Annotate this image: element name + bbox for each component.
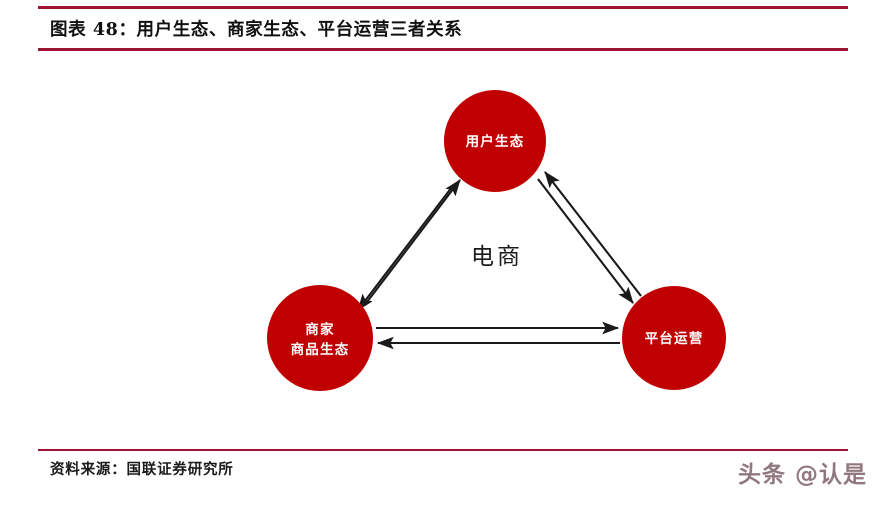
arrow-user-to-platform	[537, 178, 634, 304]
diagram-svg: 用户生态 商家 商品生态 平台运营 电商	[267, 90, 726, 391]
node-merchant-ecosystem-circle[interactable]	[267, 285, 373, 391]
footer-rule	[38, 449, 848, 451]
arrow-platform-to-user	[544, 171, 642, 297]
node-user-ecosystem-label: 用户生态	[466, 133, 525, 150]
connector-merchant-platform	[376, 321, 620, 350]
header-rule-bottom	[38, 48, 848, 51]
node-merchant-ecosystem-label-line2: 商品生态	[291, 341, 350, 358]
connector-merchant-user	[357, 179, 461, 311]
node-merchant-ecosystem-label-line1: 商家	[305, 321, 334, 338]
watermark: 头条 @认是	[737, 462, 867, 488]
node-platform-operations[interactable]: 平台运营	[622, 286, 726, 390]
node-user-ecosystem-circle[interactable]	[444, 90, 546, 192]
arrow-merchant-to-user	[366, 179, 461, 303]
node-merchant-ecosystem[interactable]: 商家 商品生态	[267, 285, 373, 391]
diagram-center-label: 电商	[471, 244, 523, 270]
node-user-ecosystem[interactable]: 用户生态	[444, 90, 546, 192]
node-platform-operations-circle[interactable]	[622, 286, 726, 390]
page-title: 图表 48：用户生态、商家生态、平台运营三者关系	[50, 20, 463, 40]
relationship-diagram: 用户生态 商家 商品生态 平台运营 电商	[0, 55, 885, 447]
connector-user-platform	[537, 171, 642, 304]
node-platform-operations-label: 平台运营	[645, 330, 704, 347]
arrow-user-to-merchant	[357, 186, 453, 311]
source-note: 资料来源：国联证券研究所	[50, 461, 234, 478]
header-rule-top	[38, 6, 848, 9]
